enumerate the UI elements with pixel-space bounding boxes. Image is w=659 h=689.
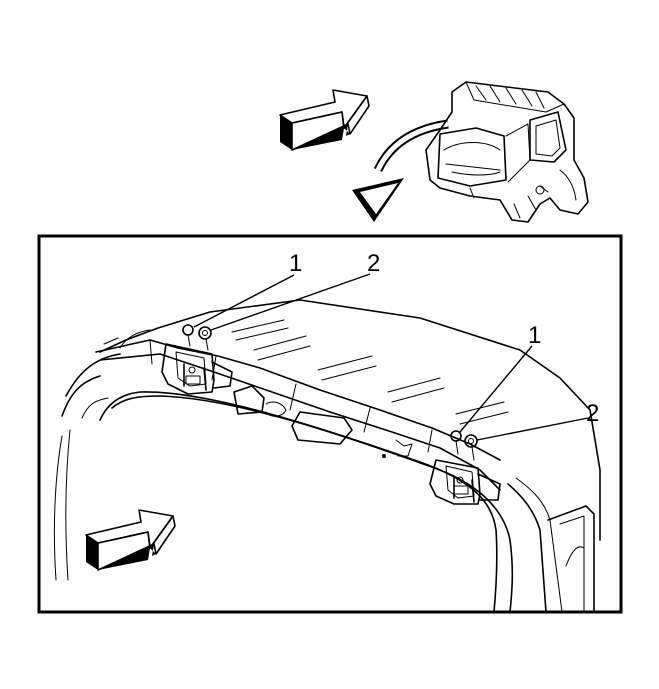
leader-line-right-2 — [476, 417, 589, 441]
hinge-bracket-icon-left — [161, 343, 233, 395]
3d-arrow-icon-bottom — [85, 509, 176, 571]
curved-arrow-icon — [352, 119, 449, 222]
roof-header-detail — [53, 299, 601, 613]
callout-label-right-1: 1 — [528, 322, 542, 349]
callout-label-left-2: 2 — [367, 250, 381, 277]
leader-line-right-1 — [459, 345, 533, 433]
leader-lines — [193, 273, 589, 441]
bolt-icon-left — [182, 324, 194, 347]
callout-label-left-1: 1 — [289, 250, 303, 277]
bolt-icon-right — [450, 430, 462, 455]
vehicle-rear-icon — [425, 81, 589, 223]
leader-line-left-2 — [210, 273, 371, 331]
nut-icon-right — [464, 434, 478, 461]
3d-arrow-icon-top — [279, 89, 370, 151]
leader-line-left-1 — [193, 274, 295, 328]
detail-view-frame — [37, 234, 623, 614]
hinge-bracket-icon-right — [429, 459, 501, 505]
nut-icon-left — [198, 326, 212, 351]
callout-label-right-2: 2 — [586, 400, 600, 427]
